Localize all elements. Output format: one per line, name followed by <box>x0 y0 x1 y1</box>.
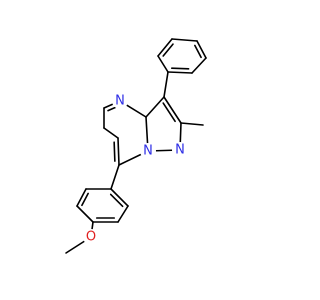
molecule-structure-diagram: N N N O <box>65 38 207 254</box>
bond-aryl-1-double <box>109 193 124 208</box>
atom-label-n-bridgehead: N <box>143 144 153 159</box>
atom-n-pyrimidine-top: N <box>112 93 128 109</box>
bond-phenyl-2-double <box>162 43 174 57</box>
bond-aryl-link <box>110 164 120 190</box>
atom-n-pyrazole: N <box>172 142 188 158</box>
bond-aryl-5-double <box>81 192 89 207</box>
atom-label-layer: N N N O <box>83 93 188 245</box>
bond-ring6-6 <box>103 127 119 139</box>
atom-label-o-methoxy: O <box>86 230 96 245</box>
atom-o-methoxy: O <box>83 229 99 245</box>
bond-ring6-5-double <box>113 141 116 162</box>
bond-phenyl-1 <box>157 55 169 73</box>
bond-aryl-1 <box>110 188 129 207</box>
bond-ring5-2 <box>163 96 182 124</box>
bond-phenyl-4-double <box>194 44 202 59</box>
atom-label-n-pyrazole: N <box>175 143 185 158</box>
bond-phenyl-link <box>163 71 169 98</box>
bond-ring6-5 <box>117 137 120 166</box>
bond-aryl-5 <box>76 188 87 207</box>
bond-aryl-2 <box>117 205 129 223</box>
bond-phenyl-6-double <box>170 67 190 70</box>
bond-phenyl-6 <box>167 71 193 74</box>
bond-phenyl-3 <box>171 38 198 42</box>
bond-phenyl-2 <box>157 38 173 57</box>
bond-aryl-4 <box>76 205 94 223</box>
bond-methyl <box>180 122 204 126</box>
bond-ring5-2-double <box>162 102 176 123</box>
atom-label-n-pyrimidine-top: N <box>115 94 125 109</box>
bond-phenyl-4 <box>196 40 207 59</box>
bond-phenyl-5 <box>191 57 207 74</box>
atom-n-bridgehead: N <box>140 143 156 159</box>
bond-ring5-1 <box>145 96 165 118</box>
